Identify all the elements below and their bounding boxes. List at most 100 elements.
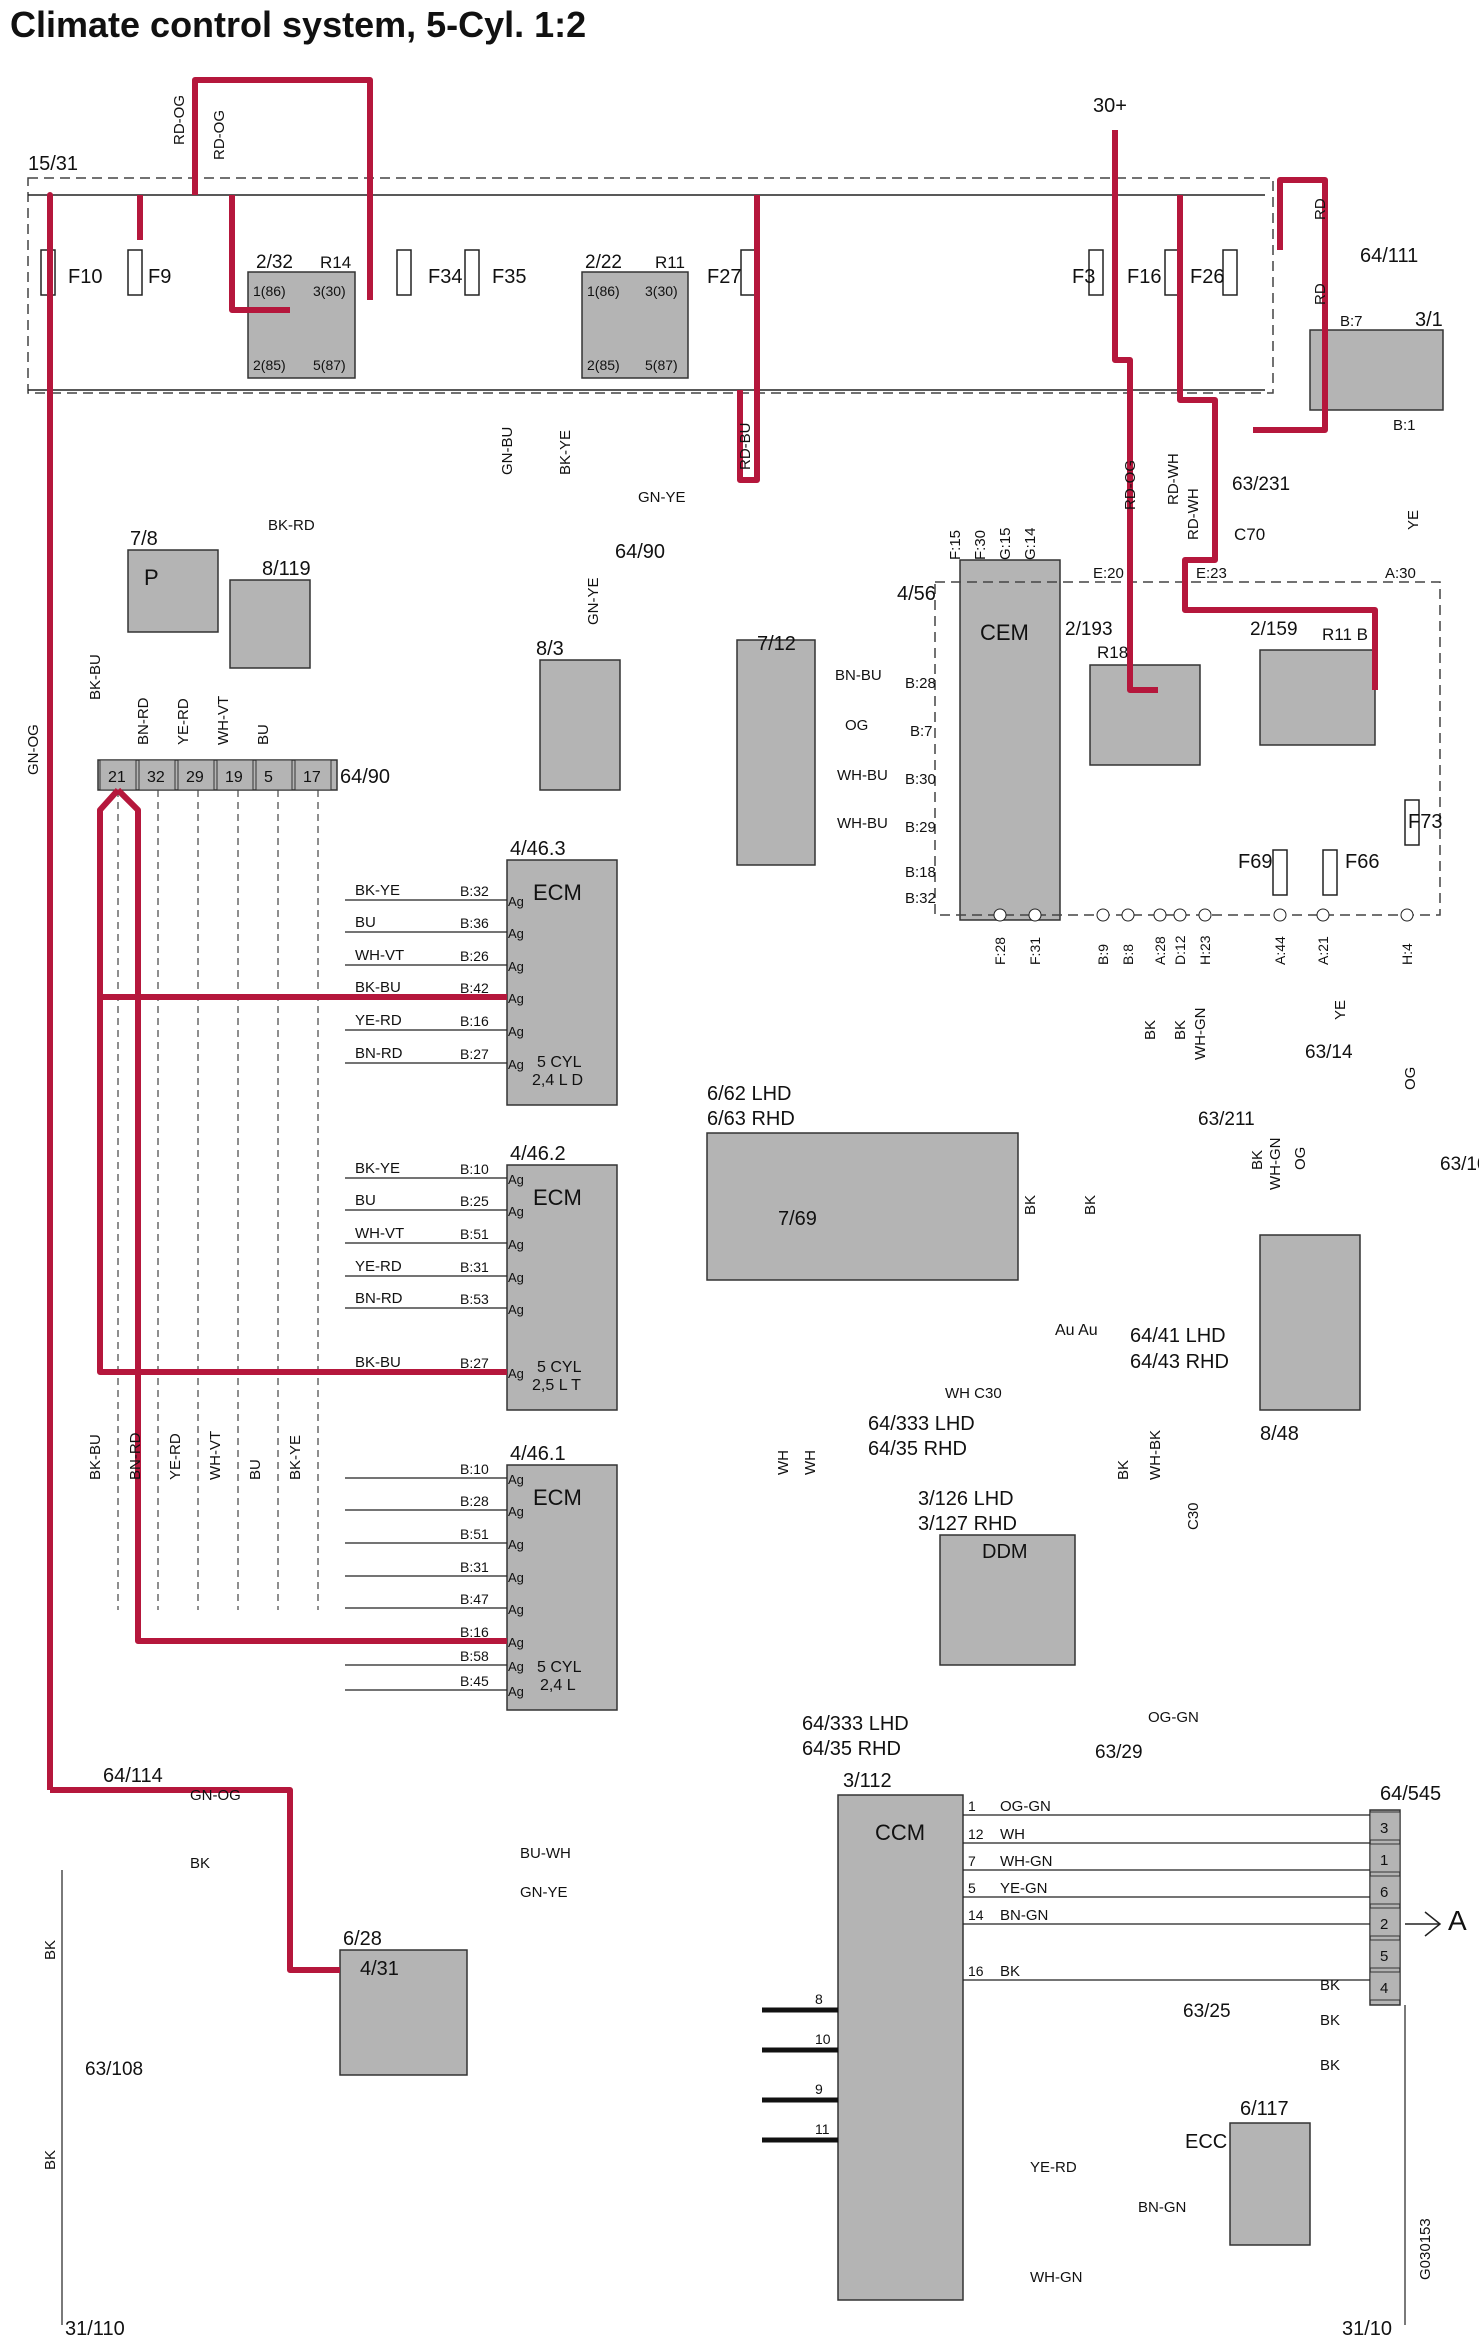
strip-pin	[294, 759, 332, 791]
vertical-wire-label: YE	[1332, 1000, 1349, 1020]
vertical-wire-label: WH-GN	[1192, 1008, 1209, 1061]
vertical-wire-label: BK	[1172, 1020, 1189, 1040]
ccm-left-pin-label: 11	[815, 2121, 830, 2137]
vertical-wire-label: RD-OG	[171, 95, 188, 145]
ecm-4-46-1	[506, 1464, 618, 1711]
vertical-wire-label: G:15	[997, 527, 1014, 560]
fuse-symbol	[1222, 249, 1238, 296]
ecm-ag-label: Ag	[508, 1057, 524, 1072]
fuse-symbol	[1272, 849, 1288, 896]
ecm-pin-label: B:53	[460, 1291, 489, 1307]
fuse-symbol	[1322, 849, 1338, 896]
lbl-bn-gn2: BN-GN	[1138, 2199, 1186, 2216]
ecm-4-46-2	[506, 1164, 618, 1411]
relay-2-32-text: 2(85)	[253, 357, 286, 373]
red-wire	[115, 787, 507, 1644]
relay-2-159	[1259, 649, 1376, 746]
vertical-wire-label: BN-RD	[135, 697, 152, 745]
cem-frame	[934, 581, 1441, 916]
box-6-62	[706, 1132, 1019, 1281]
ccm-wire-label: YE-GN	[1000, 1880, 1048, 1897]
lbl-f69: F69	[1238, 851, 1272, 873]
ecm-ag-label: Ag	[508, 1237, 524, 1252]
red-wire	[737, 195, 760, 483]
lbl-63-231: 63/231	[1232, 474, 1290, 495]
ecm-ag-label: Ag	[508, 1684, 524, 1699]
lbl-2-159: 2/159	[1250, 619, 1298, 640]
lbl-e23: E:23	[1196, 565, 1227, 582]
lbl-31-10: 31/10	[1342, 2318, 1392, 2340]
lbl-gn-og-top: GN-OG	[190, 1787, 241, 1804]
lbl-r11b: R11 B	[1322, 625, 1368, 644]
cem-bottom-pin-label: H:4	[1399, 943, 1415, 965]
lbl-wh-bu: WH-BU	[837, 767, 888, 784]
conn545-pin-label: 5	[1380, 1948, 1388, 1965]
strip-pin	[138, 759, 176, 791]
red-wire	[1112, 130, 1158, 693]
ecm-pin-label: B:58	[460, 1648, 489, 1664]
lbl-b18: B:18	[905, 864, 936, 881]
fuse-box-frame	[27, 177, 1274, 394]
lbl-7-8: 7/8	[130, 528, 158, 550]
vertical-wire-label: BK	[1249, 1150, 1266, 1170]
vertical-wire-label: GN-OG	[25, 724, 42, 775]
lbl-64-35b: 64/35 RHD	[802, 1738, 901, 1760]
lbl-b32: B:32	[905, 890, 936, 907]
vertical-wire-label: BK-BU	[87, 1434, 104, 1480]
lbl-b30: B:30	[905, 771, 936, 788]
lbl-bk-2: BK	[1320, 2012, 1340, 2029]
ecm-wire-label: BK-BU	[355, 1354, 401, 1371]
cem-pin-node	[1198, 908, 1212, 922]
lbl-3-127: 3/127 RHD	[918, 1513, 1017, 1535]
red-wire	[229, 195, 290, 313]
vertical-wire-label: BN-RD	[127, 1432, 144, 1480]
ecm-4-46-2-text: ECM	[533, 1185, 582, 1210]
lbl-4-56: 4/56	[897, 583, 936, 605]
strip-pin-label: 5	[264, 769, 273, 786]
lbl-30plus: 30+	[1093, 95, 1127, 117]
lbl-6-117: 6/117	[1240, 2098, 1289, 2120]
vertical-wire-label: BK	[42, 1940, 59, 1960]
lbl-7-12: 7/12	[757, 633, 796, 655]
lbl-f10: F10	[68, 266, 102, 288]
strip-pin-label: 17	[303, 769, 321, 786]
vertical-wire-label: OG	[1292, 1147, 1309, 1170]
lbl-24l: 2,4 L	[540, 1677, 576, 1694]
vertical-wire-label: RD	[1312, 198, 1329, 220]
lbl-64-114: 64/114	[103, 1765, 163, 1787]
lbl-bk-3: BK	[1320, 2057, 1340, 2074]
ccm-wire-label: WH-GN	[1000, 1853, 1053, 1870]
ecm-ag-label: Ag	[508, 1302, 524, 1317]
lbl-r18: R18	[1097, 643, 1128, 662]
vertical-wire-label: BK	[1082, 1195, 1099, 1215]
conn545-pin-label: 4	[1380, 1980, 1388, 1997]
lbl-2-193: 2/193	[1065, 619, 1113, 640]
vertical-wire-label: BK	[42, 2150, 59, 2170]
power-wires-red	[47, 77, 1378, 1973]
box-7-8-text: P	[144, 565, 159, 590]
ecm-pin-label: B:32	[460, 883, 489, 899]
fuse-symbol	[1404, 799, 1420, 846]
relay-2-22-text: 5(87)	[645, 357, 678, 373]
cem-bottom-pin-label: H:23	[1197, 935, 1213, 965]
ecm-wire-label: YE-RD	[355, 1258, 402, 1275]
vertical-wire-label: F:15	[947, 530, 964, 560]
vertical-wire-label: RD	[1312, 283, 1329, 305]
strip-pin	[216, 759, 254, 791]
ccm-wire-label: OG-GN	[1000, 1798, 1051, 1815]
vertical-wire-label: YE-RD	[167, 1433, 184, 1480]
red-wire	[1177, 195, 1378, 690]
ecm-pin-label: B:27	[460, 1046, 489, 1062]
cem-bottom-pin-label: A:21	[1315, 936, 1331, 965]
ecm-wire-label: BK-BU	[355, 979, 401, 996]
red-wire	[50, 1787, 340, 1973]
red-wire	[97, 787, 507, 1375]
strip-pin-label: 21	[108, 769, 126, 786]
cem-bottom-pin-label: B:9	[1095, 944, 1111, 965]
lbl-4-46-1: 4/46.1	[510, 1443, 566, 1465]
lbl-31-110: 31/110	[65, 2318, 125, 2340]
box-6-28	[339, 1949, 468, 2076]
lbl-2-32: 2/32	[256, 252, 293, 273]
relay-2-32	[247, 271, 356, 379]
